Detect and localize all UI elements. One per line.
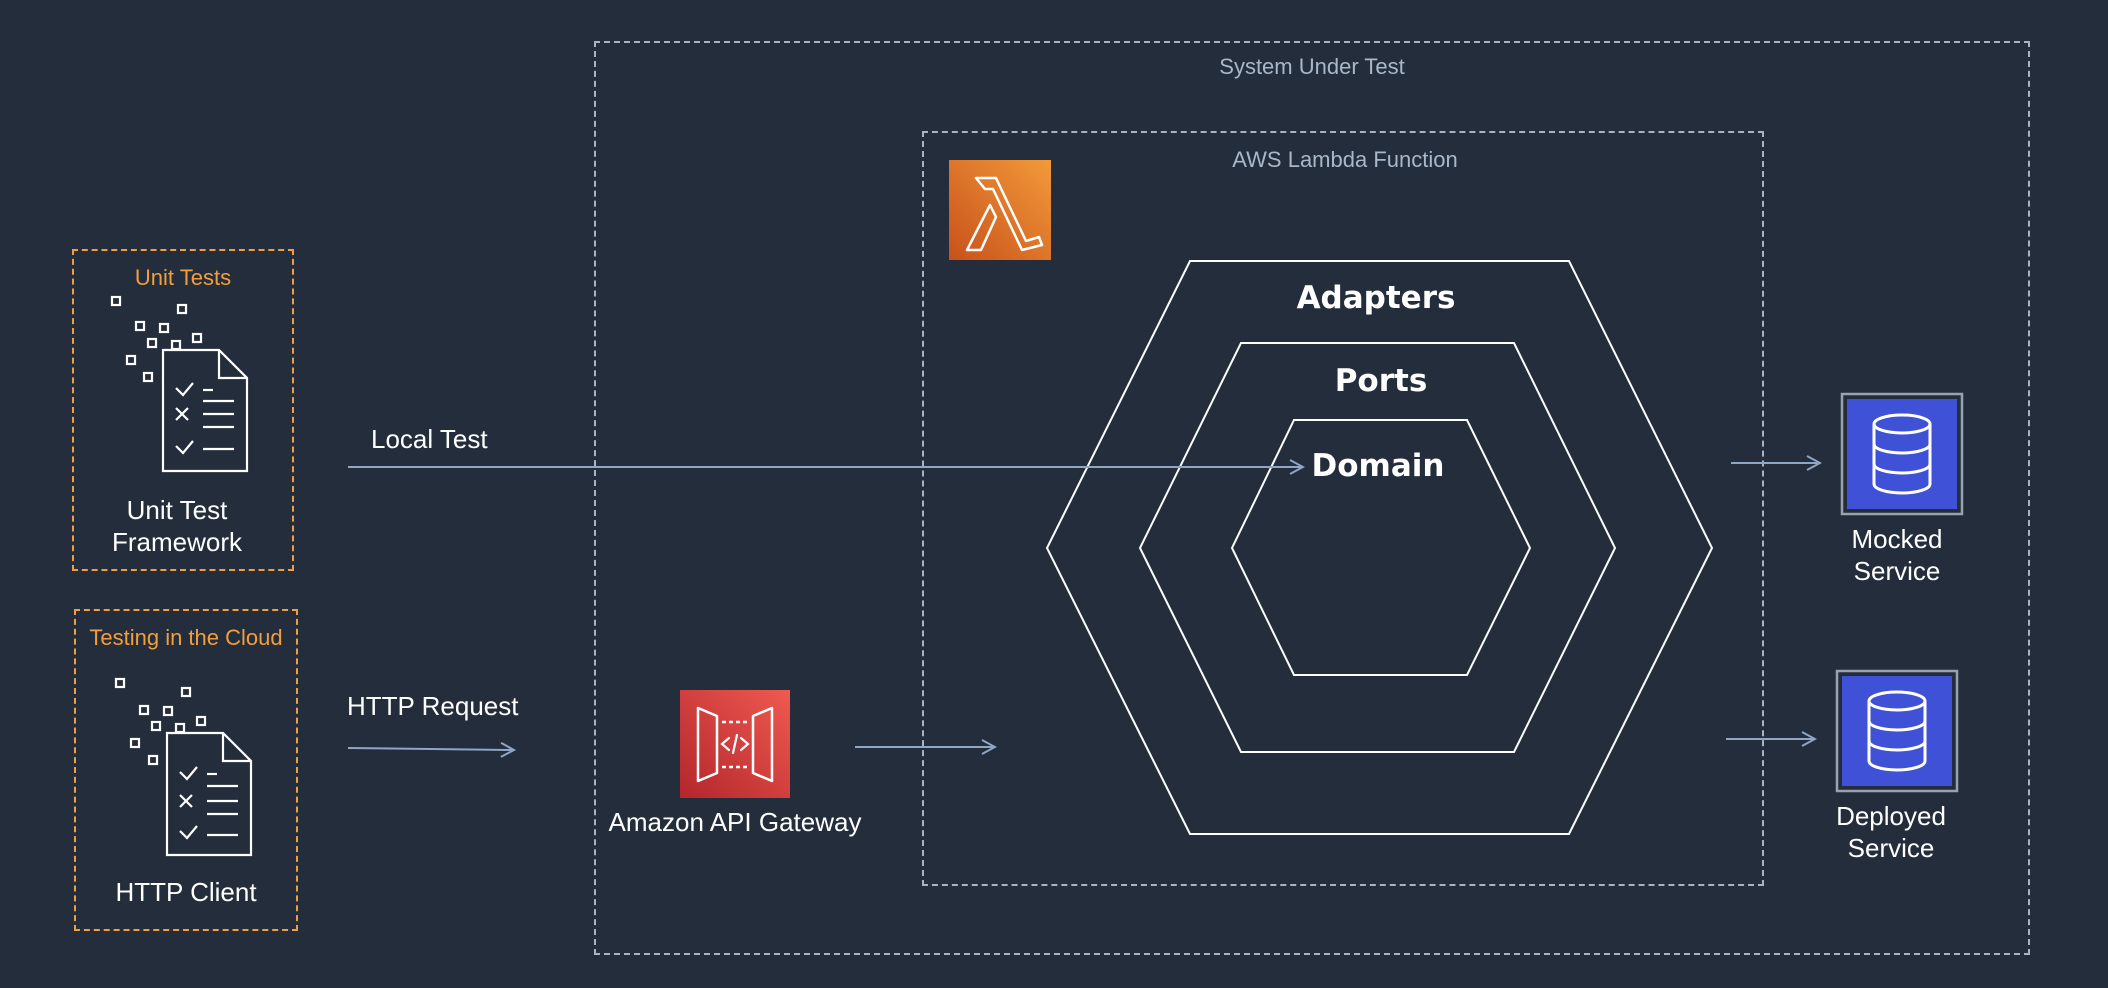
api-gateway-icon [680,690,790,798]
testing-cloud-label: Testing in the Cloud [89,625,283,650]
lambda-function-label: AWS Lambda Function [1232,147,1458,172]
mocked-service-line1: Mocked [1851,524,1943,554]
deployed-service-line1: Deployed [1836,801,1946,831]
adapters-label: Adapters [1296,280,1456,316]
adapters-hexagon [1045,260,1714,835]
domain-label: Domain [1311,448,1445,484]
system-under-test-group [594,41,2030,955]
unit-test-framework-line1: Unit Test [126,495,228,525]
testing-cloud-group [74,609,298,931]
domain-hexagon [1230,419,1532,676]
api-gateway-label: Amazon API Gateway [608,807,862,837]
mocked-service-label: Mocked Service [1797,523,1997,587]
deployed-database-icon [1835,669,1959,793]
deployed-service-label: Deployed Service [1791,800,1991,864]
unit-test-framework-label: Unit Test Framework [77,494,277,558]
unit-tests-group [72,249,294,571]
ports-label: Ports [1334,363,1428,399]
mocked-service-line2: Service [1853,556,1941,586]
ports-hexagon [1138,342,1617,753]
local-test-label: Local Test [371,424,488,454]
unit-test-checklist-icon [110,295,249,473]
mocked-database-icon [1840,392,1964,516]
unit-tests-label: Unit Tests [134,265,232,290]
http-request-label: HTTP Request [347,691,519,721]
http-client-label: HTTP Client [115,877,257,907]
http-client-checklist-icon [114,677,253,857]
lambda-function-group [922,131,1764,886]
system-under-test-label: System Under Test [1219,54,1405,79]
http-request-arrow [347,748,514,750]
deployed-service-line2: Service [1847,833,1935,863]
lambda-icon [949,160,1051,260]
unit-test-framework-line2: Framework [111,527,242,557]
